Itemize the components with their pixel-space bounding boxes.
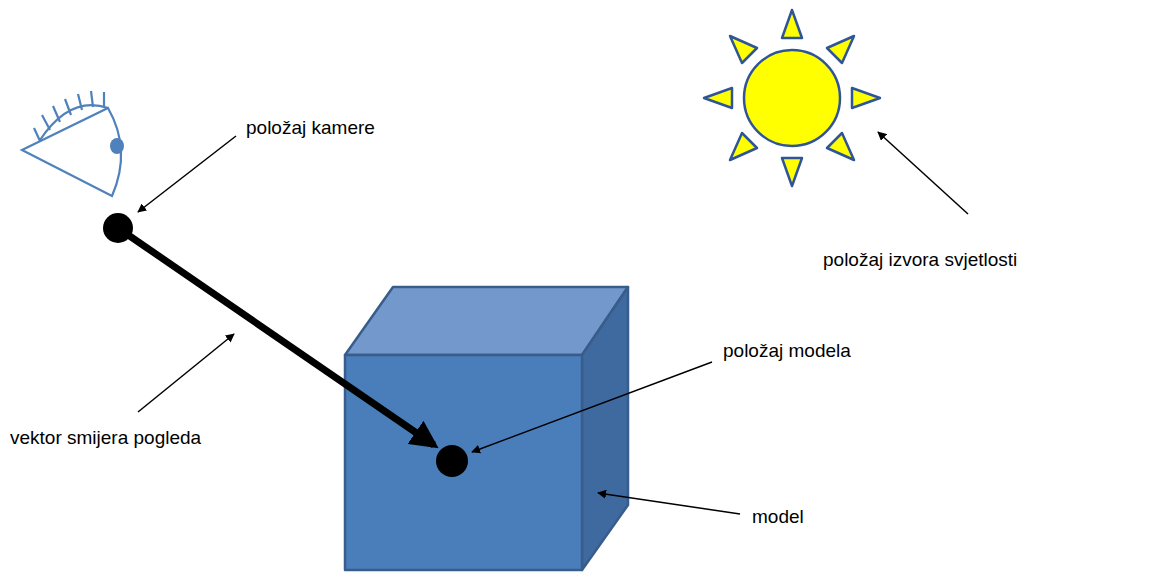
eye-icon xyxy=(22,91,124,196)
view-vector xyxy=(118,228,434,445)
callout-label: vektor smijera pogleda xyxy=(10,427,201,450)
callout-label: model xyxy=(752,506,804,529)
leader-lines xyxy=(138,132,968,514)
cube-model xyxy=(345,287,628,570)
sun-icon xyxy=(704,10,880,186)
callout-label: položaj modela xyxy=(723,340,851,363)
model-dot xyxy=(436,445,468,477)
callout-label: položaj izvora svjetlosti xyxy=(823,249,1017,272)
callout-label: položaj kamere xyxy=(246,117,375,140)
camera-dot xyxy=(103,213,133,243)
